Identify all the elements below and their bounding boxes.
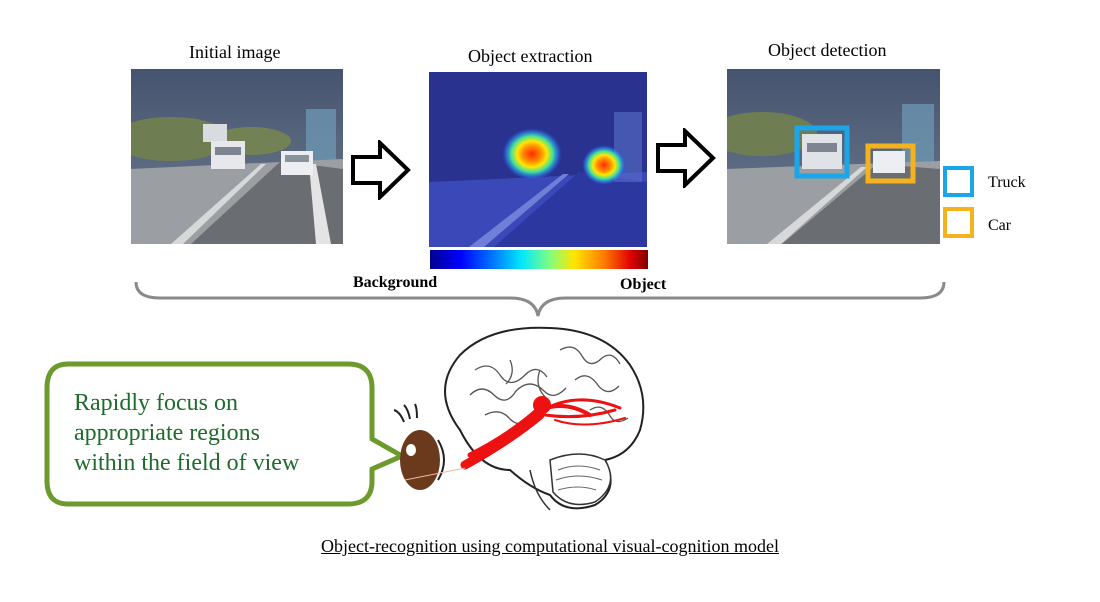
car-legend-swatch xyxy=(943,207,974,238)
bubble-line: appropriate regions xyxy=(74,420,260,446)
colorbar-object-label: Object xyxy=(620,276,667,293)
bubble-line: within the field of view xyxy=(74,450,300,476)
object-extraction-heatmap xyxy=(429,72,647,247)
truck-legend-label: Truck xyxy=(988,174,1026,191)
truck-legend-swatch xyxy=(943,166,974,197)
object-extraction-title: Object extraction xyxy=(468,46,593,66)
initial-road-image xyxy=(131,69,343,244)
figure-caption: Object-recognition using computational v… xyxy=(321,536,779,556)
arrow-right-icon xyxy=(350,138,412,205)
brain-eye-illustration xyxy=(390,320,670,525)
initial-image-title: Initial image xyxy=(189,42,281,62)
object-detection-image xyxy=(727,69,940,244)
car-legend-label: Car xyxy=(988,217,1012,234)
curly-brace xyxy=(130,278,950,325)
car-detection-box xyxy=(865,143,916,184)
bubble-text: Rapidly focus on appropriate regions wit… xyxy=(74,388,374,478)
bubble-line: Rapidly focus on xyxy=(74,390,238,416)
object-detection-title: Object detection xyxy=(768,40,887,60)
colorbar xyxy=(430,250,648,269)
colorbar-background-label: Background xyxy=(353,274,438,291)
truck-detection-box xyxy=(794,125,850,179)
arrow-right-icon xyxy=(655,126,717,193)
speech-bubble xyxy=(44,361,405,512)
